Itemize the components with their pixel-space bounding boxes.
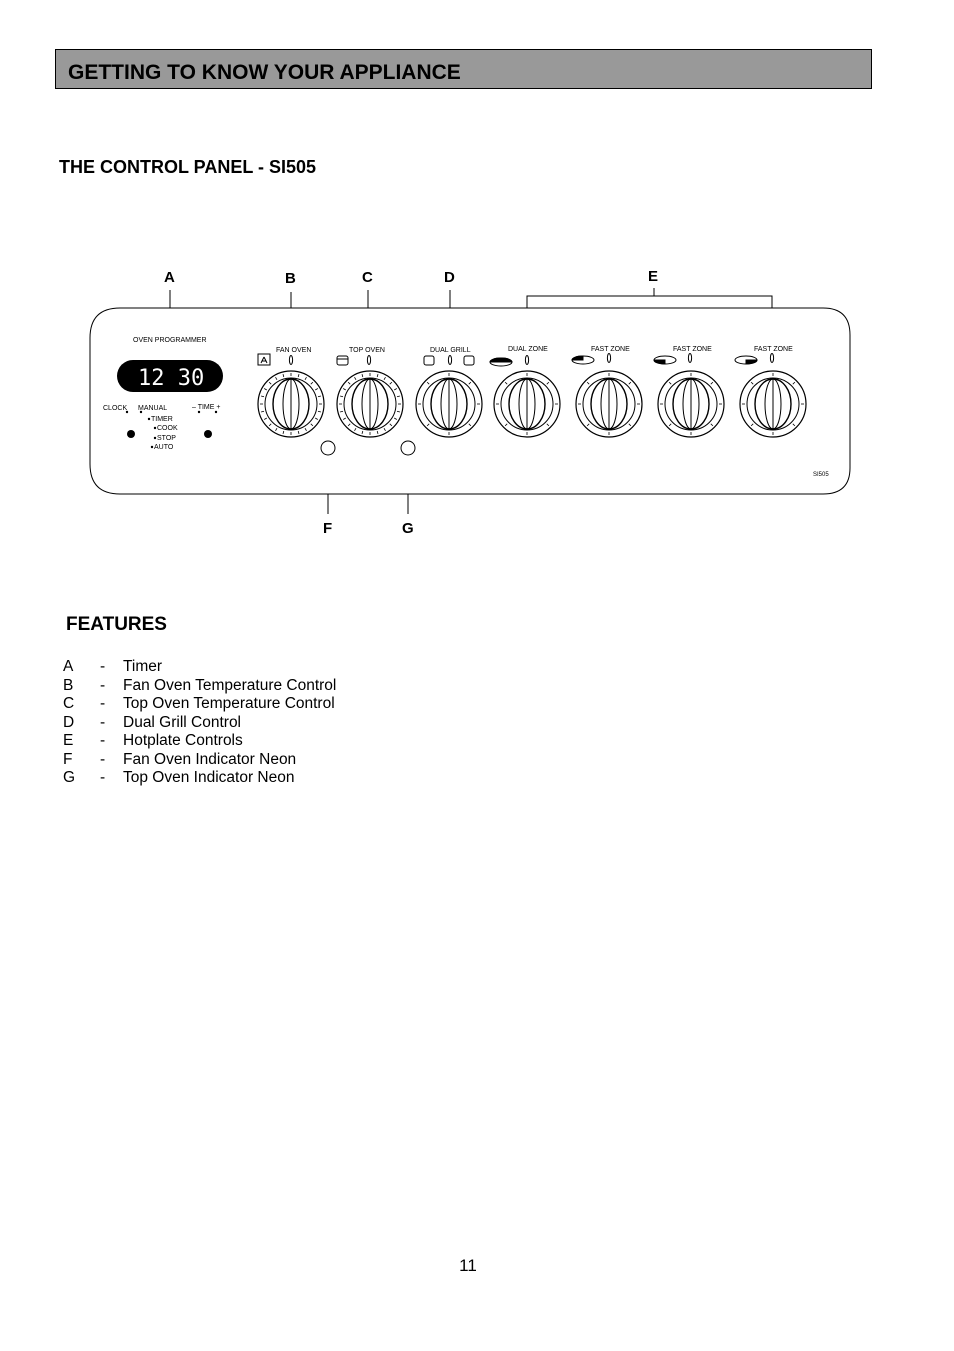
fan-oven-label: FAN OVEN [276, 347, 311, 354]
dot [197, 410, 201, 414]
feature-item: C - Top Oven Temperature Control [63, 695, 336, 714]
feature-item: E - Hotplate Controls [63, 732, 336, 751]
feature-letter: B [63, 676, 74, 694]
programmer-right-button[interactable] [204, 430, 212, 438]
feature-letter: G [63, 769, 76, 786]
callout-f: F [323, 520, 332, 537]
dot [150, 445, 154, 449]
page-number: 11 [459, 1256, 477, 1275]
dot [147, 417, 151, 421]
section-title: THE CONTROL PANEL - SI505 [59, 157, 317, 177]
fan-oven-knob[interactable] [257, 370, 325, 438]
dual-grill-knob[interactable] [415, 370, 483, 438]
feature-text: Top Oven Indicator Neon [123, 769, 295, 786]
feature-item: A - Timer [63, 658, 336, 677]
callout-g: G [402, 520, 414, 537]
dual-grill-label: DUAL GRILL [430, 347, 471, 354]
feature-letter: C [63, 695, 75, 712]
feature-item: F - Fan Oven Indicator Neon [63, 751, 336, 770]
feature-dash: - [100, 695, 106, 712]
programmer-display [117, 360, 223, 392]
dot [153, 436, 157, 440]
callout-c: C [362, 269, 373, 286]
hotplate-knob-2[interactable] [657, 370, 725, 438]
programmer-display-text: 12 30 [138, 366, 204, 391]
fast-zone-label-2: FAST ZONE [673, 346, 712, 353]
page-title: GETTING TO KNOW YOUR APPLIANCE [68, 61, 461, 84]
feature-letter: F [63, 750, 73, 768]
header-bar: GETTING TO KNOW YOUR APPLIANCE [55, 49, 872, 89]
feature-letter: A [63, 658, 74, 675]
feature-text: Dual Grill Control [123, 713, 242, 731]
programmer-timer-label: TIMER [151, 416, 173, 423]
programmer-cook-label: COOK [157, 425, 178, 432]
dot [214, 410, 218, 414]
feature-dash: - [100, 658, 106, 675]
feature-text: Fan Oven Indicator Neon [123, 750, 297, 768]
features-title: FEATURES [66, 614, 167, 635]
feature-item: G - Top Oven Indicator Neon [63, 769, 336, 788]
feature-dash: - [100, 713, 106, 731]
feature-text: Top Oven Temperature Control [123, 695, 335, 712]
feature-letter: D [63, 713, 75, 731]
model-label: SI505 [813, 472, 829, 478]
features-list: A - Timer B - Fan Oven Temperature Contr… [63, 658, 336, 788]
fan-oven-indicator-neon [320, 440, 336, 456]
fast-zone-label-3: FAST ZONE [754, 346, 793, 353]
programmer-manual-label: MANUAL [138, 405, 167, 412]
fan-symbol-icon [260, 356, 268, 364]
programmer-label: OVEN PROGRAMMER [133, 337, 207, 344]
dot [153, 426, 157, 430]
top-oven-label: TOP OVEN [349, 347, 385, 354]
hotplate-knob-3[interactable] [739, 370, 807, 438]
feature-dash: - [100, 750, 106, 768]
fan-icon [257, 353, 271, 366]
knobs [257, 370, 807, 438]
callout-e: E [648, 268, 658, 285]
hotplate-knob-1[interactable] [575, 370, 643, 438]
feature-item: B - Fan Oven Temperature Control [63, 677, 336, 696]
programmer-time-label: – TIME + [192, 404, 220, 411]
control-panel-diagram: A B C D E F G OVEN PROGRAMMER 12 30 CLOC… [89, 268, 851, 537]
position-marks [288, 353, 775, 365]
fast-zone-label-1: FAST ZONE [591, 346, 630, 353]
programmer-left-button[interactable] [127, 430, 135, 438]
feature-text: Hotplate Controls [123, 732, 243, 749]
dual-zone-knob[interactable] [493, 370, 561, 438]
feature-dash: - [100, 732, 106, 749]
top-oven-indicator-neon [400, 440, 416, 456]
callout-b: B [285, 270, 296, 287]
feature-letter: E [63, 732, 74, 749]
oven-icon [336, 355, 349, 366]
programmer-clock-label: CLOCK [103, 405, 127, 412]
feature-dash: - [100, 676, 106, 694]
programmer-stop-label: STOP [157, 435, 176, 442]
top-oven-knob[interactable] [336, 370, 404, 438]
programmer-auto-label: AUTO [154, 444, 174, 451]
grill-full-icon [463, 355, 475, 366]
feature-text: Timer [123, 658, 163, 675]
grill-half-icon [423, 355, 435, 366]
feature-text: Fan Oven Temperature Control [123, 676, 337, 694]
dot [139, 410, 143, 414]
callout-a: A [164, 269, 175, 286]
dot [125, 410, 129, 414]
feature-dash: - [100, 769, 106, 786]
callout-d: D [444, 269, 455, 286]
dual-zone-label: DUAL ZONE [508, 346, 548, 353]
feature-item: D - Dual Grill Control [63, 714, 336, 733]
function-icons [257, 353, 758, 367]
